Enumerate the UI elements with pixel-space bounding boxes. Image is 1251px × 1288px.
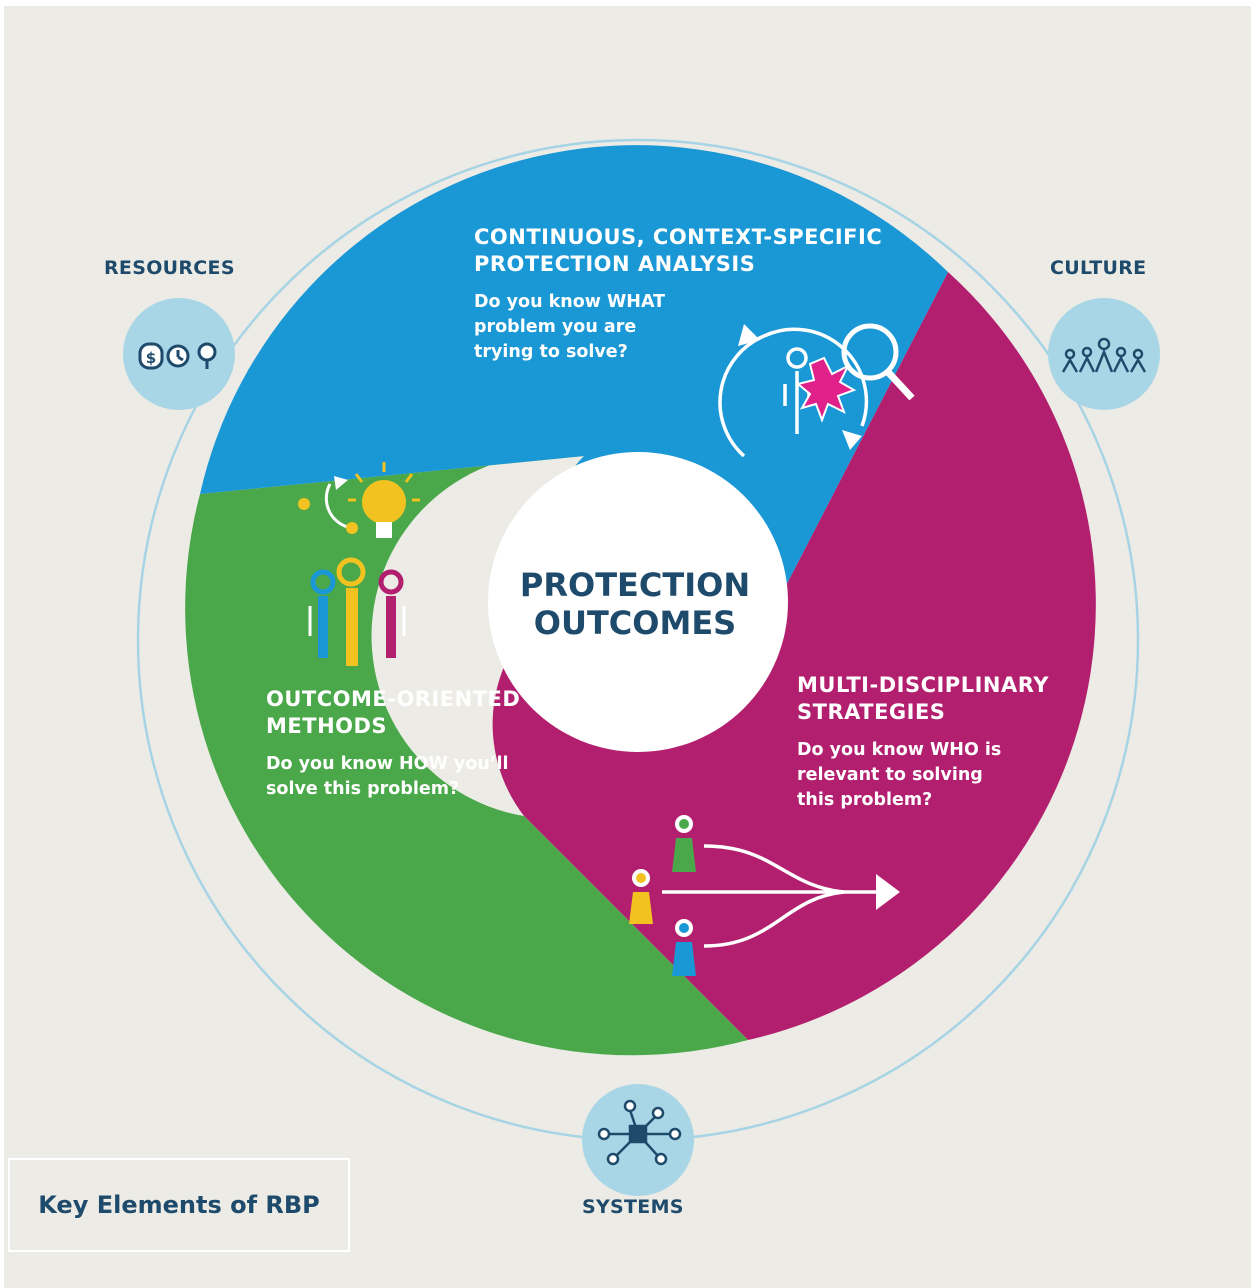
group-lightbulb-icon xyxy=(298,462,420,666)
strategies-title: MULTI-DISCIPLINARY STRATEGIES xyxy=(797,672,1049,726)
money-glyph: $ xyxy=(146,349,156,367)
culture-label: CULTURE xyxy=(1050,257,1147,279)
methods-title-line1: OUTCOME-ORIENTED xyxy=(266,687,521,711)
methods-question: Do you know HOW you’ll solve this proble… xyxy=(266,752,508,802)
diagram-canvas: $ xyxy=(4,6,1251,1288)
ring-node-resources: $ xyxy=(123,298,235,410)
methods-question-line2: solve this problem? xyxy=(266,779,460,799)
center-circle xyxy=(488,452,788,752)
analysis-question-line1: Do you know WHAT xyxy=(474,292,666,312)
strategies-question: Do you know WHO is relevant to solving t… xyxy=(797,738,1001,813)
network-hub-icon xyxy=(597,1099,682,1166)
resources-label: RESOURCES xyxy=(104,257,235,279)
money-clock-lightbulb-icon: $ xyxy=(138,342,217,370)
analysis-title-line1: CONTINUOUS, CONTEXT-SPECIFIC xyxy=(474,225,883,249)
people-group-icon xyxy=(1061,337,1147,373)
ring-node-systems xyxy=(582,1084,694,1196)
analysis-title-line2: PROTECTION ANALYSIS xyxy=(474,252,756,276)
methods-title: OUTCOME-ORIENTED METHODS xyxy=(266,686,520,740)
caption-box: Key Elements of RBP xyxy=(8,1158,350,1252)
strategies-question-line3: this problem? xyxy=(797,790,933,810)
rbp-diagram: $ xyxy=(123,138,1160,1196)
person-harm-magnifier-cycle-icon xyxy=(718,323,915,458)
systems-label: SYSTEMS xyxy=(582,1196,684,1218)
converging-people-arrow-icon xyxy=(629,815,900,976)
segment-strategies xyxy=(492,272,1096,1040)
analysis-question-line3: trying to solve? xyxy=(474,342,628,362)
ring-node-culture xyxy=(1048,298,1160,410)
strategies-question-line1: Do you know WHO is xyxy=(797,740,1002,760)
methods-title-line2: METHODS xyxy=(266,714,388,738)
main-circle xyxy=(185,145,1096,1056)
analysis-question-line2: problem you are xyxy=(474,317,637,337)
analysis-question: Do you know WHAT problem you are trying … xyxy=(474,290,665,365)
center-title: PROTECTION OUTCOMES xyxy=(519,566,751,642)
analysis-title: CONTINUOUS, CONTEXT-SPECIFIC PROTECTION … xyxy=(474,224,882,278)
strategies-question-line2: relevant to solving xyxy=(797,765,983,785)
methods-question-line1: Do you know HOW you’ll xyxy=(266,754,509,774)
strategies-title-line2: STRATEGIES xyxy=(797,700,946,724)
caption-text: Key Elements of RBP xyxy=(38,1191,320,1219)
strategies-title-line1: MULTI-DISCIPLINARY xyxy=(797,673,1049,697)
